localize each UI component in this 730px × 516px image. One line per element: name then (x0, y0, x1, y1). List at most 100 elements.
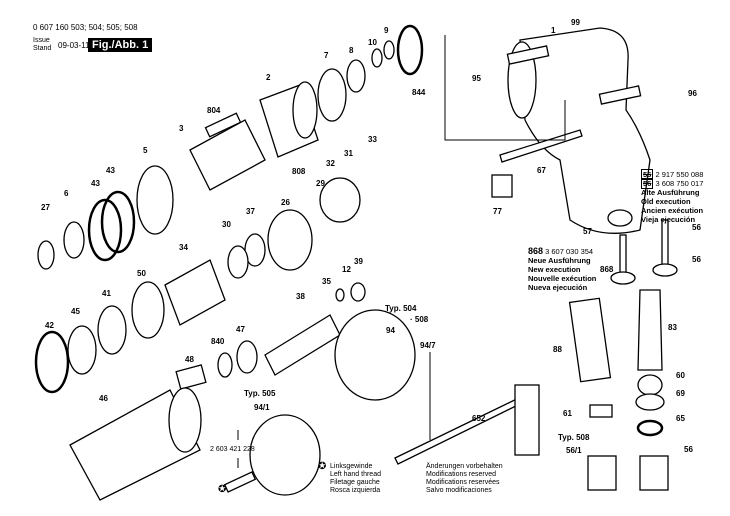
callout-83: 83 (668, 323, 677, 332)
ring-69 (635, 393, 665, 411)
callout-46: 46 (99, 394, 108, 403)
old-ref-1: 56 (641, 169, 654, 180)
lht-en: Left hand thread (330, 471, 381, 478)
lht-fr: Filetage gauche (330, 479, 380, 486)
callout-37: 37 (246, 207, 255, 216)
screw-number: 2 603 421 228 (210, 446, 255, 453)
old-label-de: Alte Ausführung (641, 188, 700, 197)
callout-38: 38 (296, 292, 305, 301)
callout-7: 7 (324, 51, 329, 60)
callout-34: 34 (179, 243, 188, 252)
lht-es: Rosca izquierda (330, 487, 381, 494)
new-execution-block: 868 3 607 030 354 Neue Ausführung New ex… (528, 246, 597, 293)
label-plate-95 (506, 45, 550, 65)
planet-26 (319, 177, 361, 223)
housing (519, 27, 651, 234)
callout-12: 12 (342, 265, 351, 274)
callout-labels: 9919596910878442804354343627333231808292… (41, 18, 701, 455)
callout-868: 868 (600, 265, 614, 274)
old-label-en: Old execution (641, 197, 691, 206)
screw (223, 471, 257, 493)
o-ring-844 (396, 24, 424, 76)
callout-88: 88 (553, 345, 562, 354)
washer-27 (37, 240, 55, 270)
callout-41: 41 (102, 289, 111, 298)
callout-94-7: 94/7 (420, 341, 436, 350)
callout-50: 50 (137, 269, 146, 278)
rotor-3 (189, 119, 266, 191)
block-61 (589, 404, 613, 418)
callout-48: 48 (185, 355, 194, 364)
callout-45: 45 (71, 307, 80, 316)
stand-label: Stand (33, 45, 52, 52)
callout-32: 32 (326, 159, 335, 168)
callout-43: 43 (91, 179, 100, 188)
issue-stand-label: Issue Stand (33, 37, 51, 53)
bearing-8 (346, 59, 366, 93)
valve-56 (661, 219, 669, 269)
valve-868 (619, 234, 627, 276)
callout-10: 10 (368, 38, 377, 47)
callout-27: 27 (41, 203, 50, 212)
ring-10 (371, 48, 383, 68)
callout-1: 1 (551, 26, 556, 35)
gear-39 (350, 282, 366, 302)
callout-29: 29 (316, 179, 325, 188)
chuck-94 (334, 309, 416, 401)
old-number-1: 2 917 550 088 (655, 170, 704, 179)
callout-99: 99 (571, 18, 580, 27)
spring-83 (637, 289, 663, 371)
new-number: 3 607 030 354 (545, 247, 594, 256)
modifications-note: Änderungen vorbehalten Modifications res… (426, 463, 503, 495)
plug-56-1 (587, 455, 617, 491)
old-label-fr: Ancien exécution (641, 206, 704, 215)
callout-31: 31 (344, 149, 353, 158)
label-plate-96 (598, 85, 642, 105)
old-label-es: Vieja ejecución (641, 215, 696, 224)
star-icon: ✪ (218, 484, 227, 495)
callout-35: 35 (322, 277, 331, 286)
callout-33: 33 (368, 135, 377, 144)
mod-en: Modifications reserved (426, 471, 497, 478)
spacer-48 (175, 364, 207, 390)
callout-67: 67 (537, 166, 546, 175)
o-ring-43b (87, 198, 123, 262)
o-ring-65 (636, 419, 664, 437)
callout-652: 652 (472, 414, 486, 423)
new-label-es: Nueva ejecución (528, 283, 588, 292)
spindle-38 (264, 314, 341, 376)
vane-804 (204, 112, 242, 138)
bearing-6 (63, 221, 85, 259)
callout-56: 56 (692, 223, 701, 232)
new-label-fr: Nouvelle exécution (528, 274, 597, 283)
callout-42: 42 (45, 321, 54, 330)
callout-804: 804 (207, 106, 221, 115)
callout-30: 30 (222, 220, 231, 229)
callout-69: 69 (676, 389, 685, 398)
gear-7 (317, 68, 347, 122)
old-number-2: 3 608 750 017 (655, 179, 704, 188)
model-numbers: 0 607 160 503; 504; 505; 508 (33, 23, 138, 32)
o-ring-42 (34, 330, 70, 394)
star-icon: ✪ (318, 461, 327, 472)
mod-es: Salvo modificaciones (426, 487, 492, 494)
sleeve-34 (164, 259, 226, 326)
callout-56: 56 (684, 445, 693, 454)
figure-label: Fig./Abb. 1 (88, 38, 153, 52)
old-ref-2: 56 (641, 178, 654, 189)
callout-9: 9 (384, 26, 389, 35)
callout-43: 43 (106, 166, 115, 175)
new-ref: 868 (528, 246, 544, 256)
bearing-47 (236, 340, 258, 374)
callout-47: 47 (236, 325, 245, 334)
washer-9 (383, 40, 395, 60)
filter-60 (637, 374, 663, 396)
callout-3: 3 (179, 124, 184, 133)
callout-typ-504: Typ. 504 (385, 304, 417, 313)
callout-typ-508: Typ. 508 (558, 433, 590, 442)
sleeve-46 (69, 389, 201, 501)
trigger-77 (491, 174, 513, 198)
mod-fr: Modifications reservées (426, 479, 500, 486)
issue-date: 09-03-11 (58, 41, 90, 50)
